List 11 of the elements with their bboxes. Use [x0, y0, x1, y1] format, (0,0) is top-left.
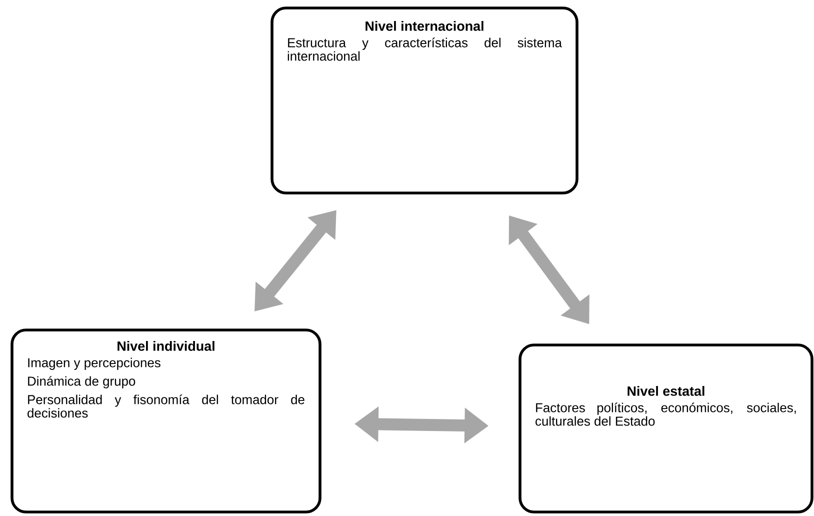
level-box: [10, 328, 322, 514]
node-title: Nivel individual: [118, 340, 214, 351]
level-box: [518, 344, 814, 514]
node-title: Nivel estatal: [628, 386, 704, 396]
node-text: Personalidad y fisonomía del tomador de decisiones: [28, 394, 304, 418]
node-text: Imagen y percepciones: [28, 358, 160, 370]
node-title: Nivel internacional: [366, 21, 484, 31]
node-text: Dinámica de grupo: [28, 376, 136, 388]
level-box: [270, 6, 578, 194]
node-text: Estructura y características del sistema internacional: [288, 38, 562, 61]
node-text: Factores políticos, económicos, sociales, culturales del Estado: [536, 402, 796, 426]
